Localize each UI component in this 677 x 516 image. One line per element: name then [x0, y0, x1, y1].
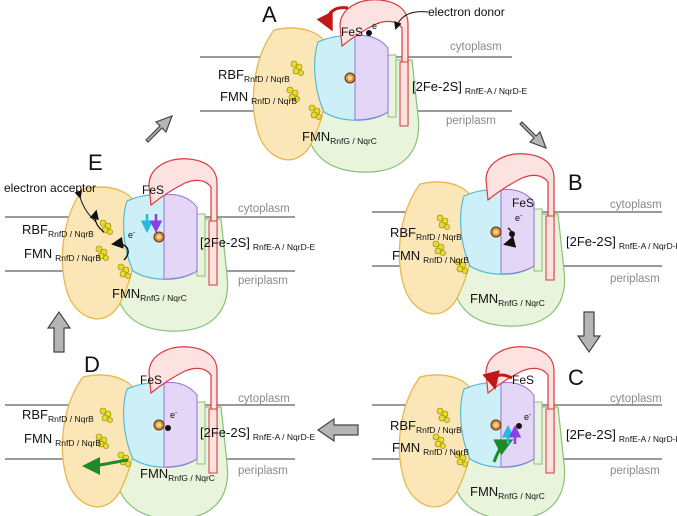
fmn-label: FMN [220, 89, 248, 104]
svg-text:FeS: FeS [142, 183, 164, 197]
red-arrow-c [482, 370, 513, 390]
panel-label-d: D [84, 352, 100, 377]
svg-text:RBFRnfD / NqrB: RBFRnfD / NqrB [390, 225, 462, 242]
cycle-arrow-b-to-c [576, 311, 602, 354]
svg-text:FeS: FeS [140, 373, 162, 387]
cytoplasm-label-e: cytoplasm [238, 203, 290, 215]
cytoplasm-label-b: cytoplasm [610, 199, 662, 211]
svg-text:e-: e- [170, 410, 178, 420]
svg-text:[2Fe-2S]RnfE-A / NqrD-E: [2Fe-2S]RnfE-A / NqrD-E [200, 425, 316, 442]
fmn2-label: FMN [302, 129, 330, 144]
panel-b [372, 153, 662, 327]
cytoplasm-label-d: cytoplasm [238, 393, 290, 405]
cycle-arrow-c-to-d [316, 417, 359, 443]
svg-text:[2Fe-2S]RnfE-A / NqrD-E: [2Fe-2S]RnfE-A / NqrD-E [566, 234, 677, 251]
svg-text:FMNRnfG / NqrC: FMNRnfG / NqrC [140, 466, 215, 483]
rbf-label: RBF [218, 67, 244, 82]
electron-arrow-b [503, 227, 517, 248]
svg-text:FMNRnfG / NqrC: FMNRnfG / NqrC [470, 484, 545, 501]
electron-acceptor-label: electron acceptor [4, 181, 96, 195]
red-arrow-a [316, 6, 349, 32]
panel-label-a: A [262, 2, 277, 27]
svg-text:[2Fe-2S]RnfE-A / NqrD-E: [2Fe-2S]RnfE-A / NqrD-E [200, 235, 316, 252]
cycle-arrow-a-to-b [519, 121, 548, 150]
svg-text:e-: e- [524, 412, 532, 422]
rbf-sub: RnfD / NqrB [244, 74, 290, 84]
cycle-arrow-e-to-a [145, 114, 174, 143]
svg-text:RBFRnfD / NqrB: RBFRnfD / NqrB [218, 67, 290, 84]
fmn2-sub: RnfG / NqrC [330, 136, 377, 146]
fmn-sub: RnfD / NqrB [251, 96, 297, 106]
acceptor-transfer-arrow-e [89, 209, 105, 233]
svg-text:FMNRnfG / NqrC: FMNRnfG / NqrC [302, 129, 377, 146]
fe2s-sub: RnfE-A / NqrD-E [465, 86, 528, 96]
svg-text:RBFRnfD / NqrB: RBFRnfD / NqrB [390, 418, 462, 435]
electron-a: e- [366, 21, 380, 36]
panel-c [372, 346, 662, 516]
svg-text:[2Fe-2S]RnfE-A / NqrD-E: [2Fe-2S]RnfE-A / NqrD-E [412, 79, 528, 96]
periplasm-label-a: periplasm [446, 115, 496, 127]
panel-e [5, 158, 295, 332]
cytoplasm-label-a: cytoplasm [450, 41, 502, 53]
panel-label-e: E [88, 150, 103, 175]
fe2s-label: [2Fe-2S] [412, 79, 462, 94]
svg-text:e-: e- [515, 213, 523, 223]
panel-a [200, 0, 512, 173]
periplasm-label-e: periplasm [238, 275, 288, 287]
periplasm-label-b: periplasm [610, 273, 660, 285]
electron-d: e- [165, 410, 178, 431]
svg-text:FeS: FeS [512, 373, 534, 387]
acceptor-arrow [74, 190, 97, 223]
panel-d [5, 346, 295, 516]
svg-text:RBFRnfD / NqrB: RBFRnfD / NqrB [22, 222, 94, 239]
periplasm-label-c: periplasm [610, 465, 660, 477]
electron-donor-label: electron donor [428, 5, 505, 19]
fes-label: FeS [341, 25, 363, 39]
panel-label-c: C [568, 365, 584, 390]
svg-text:FeS: FeS [512, 196, 534, 210]
svg-text:RBFRnfD / NqrB: RBFRnfD / NqrB [22, 407, 94, 424]
svg-text:e-: e- [372, 21, 380, 31]
donor-arrow [394, 11, 429, 30]
svg-text:e-: e- [128, 230, 136, 240]
green-arrow-c [492, 439, 514, 463]
cytoplasm-label-c: cytoplasm [610, 393, 662, 405]
svg-text:FMNRnfG / NqrC: FMNRnfG / NqrC [470, 291, 545, 308]
green-arrow-d [82, 456, 129, 475]
electron-e: e- [128, 230, 136, 240]
svg-text:FMNRnfG / NqrC: FMNRnfG / NqrC [112, 286, 187, 303]
periplasm-label-d: periplasm [238, 465, 288, 477]
electron-arrow-e [111, 236, 129, 261]
panel-label-b: B [568, 170, 583, 195]
svg-text:[2Fe-2S]RnfE-A / NqrD-E: [2Fe-2S]RnfE-A / NqrD-E [566, 427, 677, 444]
cycle-arrow-d-to-e [46, 310, 72, 353]
